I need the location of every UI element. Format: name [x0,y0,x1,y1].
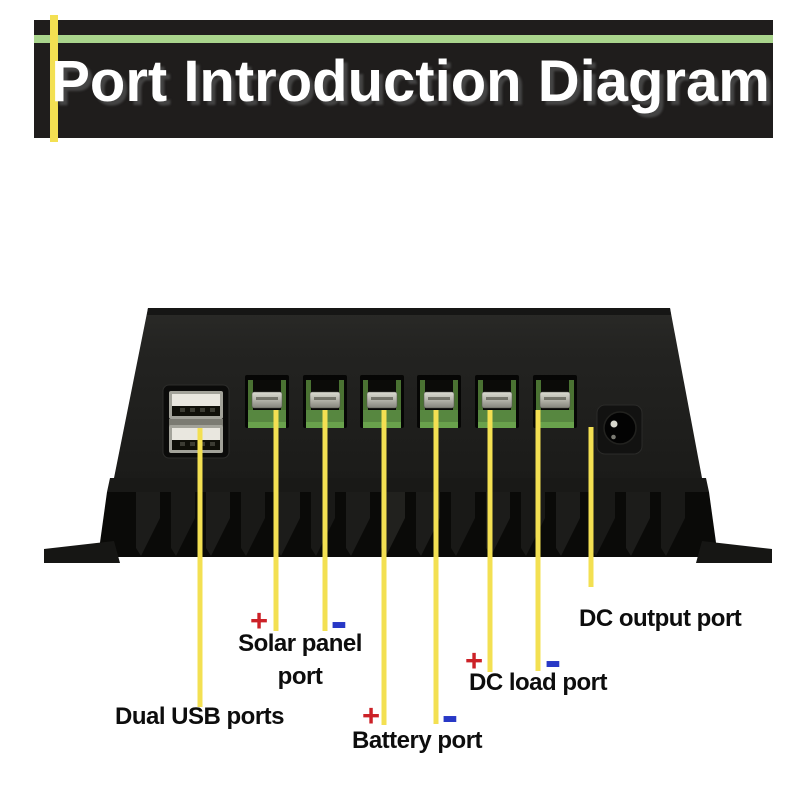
top-bevel [147,308,671,315]
callout-lines [197,410,594,725]
label-dc-output-port: DC output port [579,605,742,632]
terminal-battery-plus [360,375,404,428]
page-title: Port Introduction Diagram [51,49,770,114]
battery-plus-symbol: + [361,698,381,733]
battery-minus-symbol: - [441,687,459,743]
title-banner: Port Introduction Diagram [34,15,773,142]
label-solar-panel-port: Solar panel port [214,627,386,693]
label-solar-panel-line2: port [277,663,323,690]
dc-load-plus-symbol: + [464,643,484,678]
terminal-solar-plus [245,375,289,428]
label-solar-panel-line1: Solar panel [238,630,362,657]
label-dc-load-port: DC load port [469,669,608,696]
dual-usb-ports [162,384,230,459]
left-foot [44,541,120,563]
solar-minus-symbol: - [330,593,348,649]
solar-plus-symbol: + [249,603,269,638]
bottom-step [107,478,709,492]
usb-port-top [169,391,223,419]
label-dual-usb-ports: Dual USB ports [115,703,285,730]
dc-output-jack [596,404,643,455]
yellow-stripe [50,15,58,142]
terminal-load-minus [533,375,577,428]
terminal-load-plus [475,375,519,428]
usb-port-bottom [169,425,223,453]
right-foot [696,541,772,563]
label-battery-port: Battery port [352,727,483,754]
terminal-battery-minus [417,375,461,428]
dc-load-minus-symbol: - [544,632,562,688]
green-stripe [34,35,773,43]
